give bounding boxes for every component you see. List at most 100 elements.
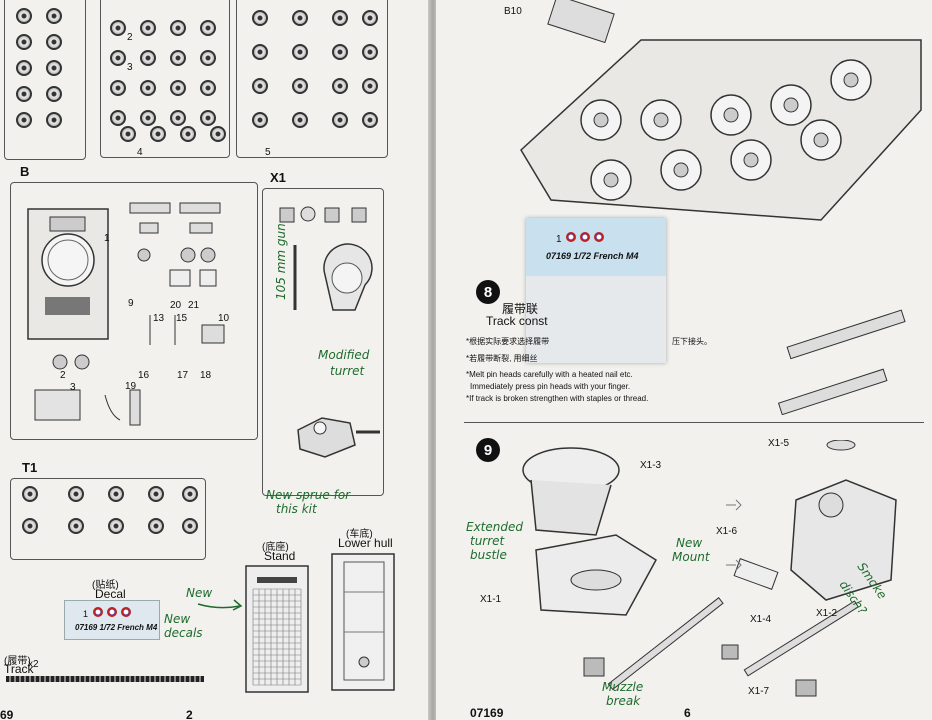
wheel-icon: [252, 10, 268, 26]
wheel-icon: [110, 80, 126, 96]
wheel-icon: [108, 486, 124, 502]
wheel-icon: [332, 44, 348, 60]
annotation-new: New: [186, 586, 213, 600]
annotation-mount: Mount: [672, 550, 710, 564]
road-wheel-sprue-right: [236, 0, 388, 158]
part-number: 21: [188, 300, 200, 311]
wheel-icon: [200, 50, 216, 66]
annotation-break: break: [606, 694, 641, 708]
wheel-icon: [68, 518, 84, 534]
roundel-icon: [566, 232, 577, 242]
wheel-icon: [170, 50, 186, 66]
wheel-icon: [108, 518, 124, 534]
lower-hull-part: [331, 553, 395, 691]
left-instruction-page: 2 3 4 5 B 1 9 20 21 10 13 15 16 17 18: [0, 0, 430, 720]
wheel-icon: [292, 10, 308, 26]
wheel-icon: [200, 110, 216, 126]
roundel-icon: [120, 607, 131, 617]
sprue-x1-label: X1: [270, 170, 286, 185]
wheel-icon: [200, 80, 216, 96]
wheel-icon: [170, 20, 186, 36]
wheel-icon: [148, 518, 164, 534]
small-parts-b: [129, 202, 225, 345]
decal-number: 1: [83, 609, 89, 619]
part-number: 3: [70, 382, 76, 393]
wheel-icon: [16, 8, 32, 24]
wheel-icon: [210, 126, 226, 142]
book-gutter: [428, 0, 438, 720]
annotation-bustle: bustle: [470, 548, 507, 562]
part-number: 9: [128, 298, 134, 309]
part-number: 5: [265, 147, 271, 158]
part-number: 17: [177, 370, 189, 381]
part-x1-1: X1-1: [480, 594, 502, 605]
wheel-icon: [332, 112, 348, 128]
track-cn-label: (履带): [4, 656, 31, 667]
wheel-icon: [252, 44, 268, 60]
roundel-icon: [106, 607, 117, 617]
upper-hull-part: [27, 208, 109, 340]
roundel-icon: [594, 232, 605, 242]
part-number: 13: [153, 313, 165, 324]
step-8-note-en: *If track is broken strengthen with stap…: [466, 394, 649, 403]
stand-label: Stand: [264, 549, 296, 563]
wheel-icon: [16, 112, 32, 128]
wheel-icon: [332, 78, 348, 94]
decal-overlay: 1 07169 1/72 French M4: [526, 218, 666, 363]
annotation-extended: Extended: [466, 520, 523, 534]
part-number: 2: [127, 32, 133, 43]
page-number-right: 6: [684, 706, 691, 720]
decal-sheet: 1 07169 1/72 French M4: [64, 600, 160, 640]
wheel-icon: [252, 78, 268, 94]
wheel-icon: [292, 44, 308, 60]
part-number: 20: [170, 300, 182, 311]
decal-cn-label: (贴纸): [92, 580, 119, 591]
step-8-note-cn: *若履带断裂, 用细丝: [466, 354, 538, 363]
track-quantity: x2: [28, 659, 39, 670]
part-number: 15: [176, 313, 188, 324]
wheel-icon: [140, 20, 156, 36]
wheel-icon: [140, 110, 156, 126]
part-x1-7: X1-7: [748, 686, 770, 697]
wheel-icon: [16, 34, 32, 50]
part-number: 19: [125, 381, 137, 392]
annotation-new-decals-1: New: [164, 612, 191, 626]
step-8-note-cn: *根据实际要求选择履带: [466, 337, 550, 346]
wheel-icon: [110, 110, 126, 126]
annotation-gun: 105 mm gun: [274, 223, 288, 300]
track-link-drawing: [777, 309, 906, 415]
wheel-icon: [182, 486, 198, 502]
step-9-number: 9: [476, 438, 500, 462]
wheel-icon: [200, 20, 216, 36]
lower-hull-label: Lower hull: [338, 536, 393, 550]
sprue-x1-frame: [262, 188, 384, 496]
code-footer: 07169: [470, 706, 504, 720]
roundel-icon: [92, 607, 103, 617]
wheel-icon: [292, 78, 308, 94]
wheel-icon: [332, 10, 348, 26]
roundel-icon: [580, 232, 591, 242]
wheel-icon: [46, 8, 62, 24]
road-wheel-sprue-middle: [100, 0, 230, 158]
road-wheel-sprue-left: [4, 0, 86, 160]
annotation-this-kit: this kit: [276, 502, 317, 516]
wheel-icon: [16, 60, 32, 76]
part-number: 18: [200, 370, 212, 381]
wheel-icon: [148, 486, 164, 502]
wheel-icon: [292, 112, 308, 128]
part-number: 3: [127, 62, 133, 73]
wheel-icon: [46, 112, 62, 128]
wheel-icon: [46, 34, 62, 50]
wheel-icon: [362, 10, 378, 26]
sprue-t1-label: T1: [22, 460, 38, 475]
decal-overlay-number: 1: [556, 234, 562, 245]
corner-number-left: 69: [0, 708, 14, 720]
wheel-icon: [170, 110, 186, 126]
step-divider: [464, 422, 924, 423]
wheel-icon: [22, 486, 38, 502]
annotation-muzzle: Muzzle: [602, 680, 644, 694]
sprue-t1-frame: [10, 478, 206, 560]
hull-bottom-parts: [34, 354, 141, 426]
wheel-icon: [46, 60, 62, 76]
decal-overlay-code: 07169 1/72 French M4: [546, 251, 639, 261]
